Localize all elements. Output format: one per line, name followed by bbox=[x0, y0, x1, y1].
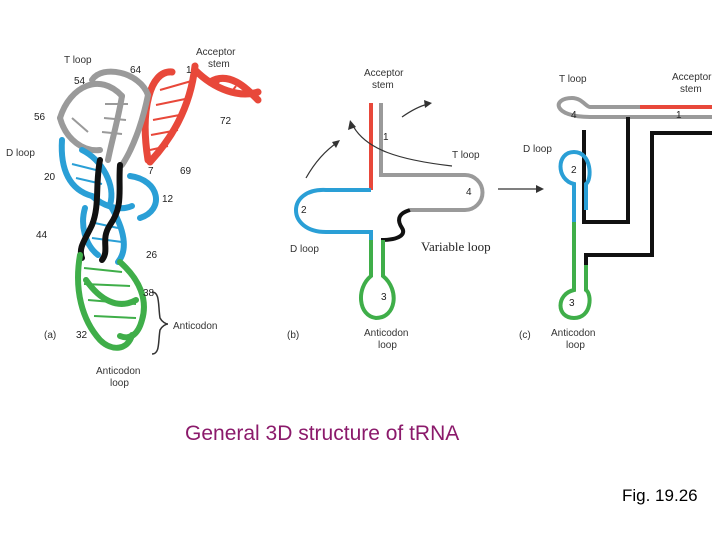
panel-b-schematic: Acceptor stem T loop D loop Variable loo… bbox=[287, 68, 491, 351]
label-c-t-loop: T loop bbox=[559, 74, 587, 85]
b-arrowhead-3-icon bbox=[424, 100, 432, 108]
num-54: 54 bbox=[74, 76, 86, 87]
b-num-1: 1 bbox=[383, 132, 389, 143]
c-num-2: 2 bbox=[571, 165, 577, 176]
panel-c-tag: (c) bbox=[519, 330, 531, 341]
label-b-acceptor: Acceptor bbox=[364, 68, 404, 79]
figure-reference: Fig. 19.26 bbox=[622, 486, 698, 505]
t-loop-rungs bbox=[71, 103, 128, 135]
c-d-loop-arm bbox=[558, 149, 592, 222]
label-c-acceptor: Acceptor bbox=[672, 72, 712, 83]
b-arrow-acceptor-icon bbox=[401, 103, 429, 118]
c-variable-backbone-2 bbox=[582, 117, 630, 224]
c-num-3: 3 bbox=[569, 298, 575, 309]
num-64: 64 bbox=[130, 65, 142, 76]
num-44: 44 bbox=[36, 230, 48, 241]
panel-b-tag: (b) bbox=[287, 330, 299, 341]
b-arrow-t-loop-icon bbox=[351, 123, 453, 167]
b-to-c-arrow bbox=[498, 185, 544, 193]
num-12: 12 bbox=[162, 194, 174, 205]
b-arrowhead-2-icon bbox=[348, 120, 356, 130]
label-c-anticodon-loop: loop bbox=[566, 340, 585, 351]
acceptor-stem-rungs bbox=[149, 79, 251, 151]
c-num-1: 1 bbox=[676, 110, 682, 121]
panel-a-tag: (a) bbox=[44, 330, 56, 341]
panel-a-3d-model: T loop Acceptor stem D loop Anticodon An… bbox=[6, 47, 262, 389]
num-69: 69 bbox=[180, 166, 192, 177]
num-38: 38 bbox=[143, 288, 155, 299]
num-7: 7 bbox=[148, 166, 154, 177]
b-num-4: 4 bbox=[466, 187, 472, 198]
b-anticodon-arm bbox=[358, 240, 396, 321]
b-variable-loop bbox=[380, 208, 411, 242]
label-b-anticodon-loop: loop bbox=[378, 340, 397, 351]
num-32: 32 bbox=[76, 330, 88, 341]
c-num-4: 4 bbox=[571, 110, 577, 121]
label-c-anticodon: Anticodon bbox=[551, 328, 595, 339]
anticodon-rungs bbox=[83, 267, 137, 319]
label-a-anticodon: Anticodon bbox=[173, 321, 217, 332]
num-56: 56 bbox=[34, 112, 46, 123]
panel-c-schematic: T loop Acceptor stem D loop Anticodon lo… bbox=[519, 72, 712, 351]
label-a-acceptor: Acceptor bbox=[196, 47, 236, 58]
label-b-anticodon: Anticodon bbox=[364, 328, 408, 339]
label-b-acceptor-stem: stem bbox=[372, 80, 394, 91]
b-num-2: 2 bbox=[301, 205, 307, 216]
figure-caption: General 3D structure of tRNA bbox=[185, 422, 460, 445]
label-b-d-loop: D loop bbox=[290, 244, 319, 255]
variable-loop-ribbon bbox=[77, 157, 123, 263]
label-c-d-loop: D loop bbox=[523, 144, 552, 155]
b-t-loop-arm bbox=[379, 103, 485, 212]
label-c-acceptor-stem: stem bbox=[680, 84, 702, 95]
label-b-variable-loop: Variable loop bbox=[421, 239, 491, 254]
label-a-acceptor-stem: stem bbox=[208, 59, 230, 70]
b-arrowhead-1-icon bbox=[332, 140, 340, 148]
label-a-d-loop: D loop bbox=[6, 148, 35, 159]
num-72: 72 bbox=[220, 116, 232, 127]
num-20: 20 bbox=[44, 172, 56, 183]
b-arrow-d-loop-icon bbox=[305, 141, 339, 179]
label-a-t-loop: T loop bbox=[64, 55, 92, 66]
t-loop-ribbon bbox=[57, 68, 151, 168]
b-d-loop-arm bbox=[294, 187, 373, 240]
b-to-c-arrowhead-icon bbox=[536, 185, 544, 193]
num-26: 26 bbox=[146, 250, 158, 261]
c-t-loop-arm bbox=[556, 95, 712, 119]
label-a-anticodon-loop-1: Anticodon bbox=[96, 366, 140, 377]
anticodon-brace bbox=[151, 291, 169, 355]
c-variable-backbone bbox=[584, 131, 712, 280]
num-1: 1 bbox=[186, 65, 192, 76]
label-a-anticodon-loop-2: loop bbox=[110, 378, 129, 389]
c-anticodon-arm bbox=[558, 222, 592, 321]
b-num-3: 3 bbox=[381, 292, 387, 303]
label-b-t-loop: T loop bbox=[452, 150, 480, 161]
